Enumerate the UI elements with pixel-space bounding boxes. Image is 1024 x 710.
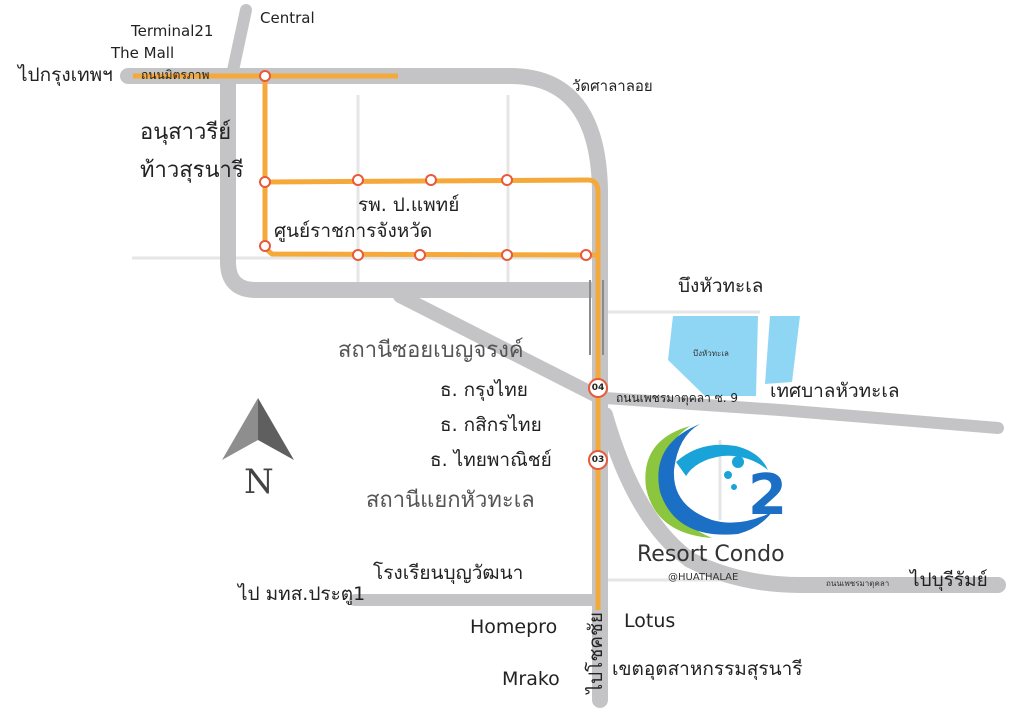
road-to-central [226,4,252,81]
rail-stops [259,70,592,261]
minor-roads [132,95,790,582]
label-to-buriram: ไปบุรีรัมย์ [910,569,988,591]
label-lotus: Lotus [624,610,676,632]
rail-upper [264,177,601,610]
lake-small [765,316,800,384]
resort-condo-logo [645,424,772,538]
label-station-soi-benjarong: สถานีซอยเบญจรงค์ [338,338,524,363]
label-terminal21: Terminal21 [131,22,214,40]
label-phet-mat-khla-soi9: ถนนเพชรมาตุคลา ซ. 9 [616,391,739,405]
label-to-bangkok: ไปกรุงเทพฯ [18,64,113,86]
label-krungthai-bank: ธ. กรุงไทย [440,379,528,401]
label-mrako: Mrako [502,668,560,690]
logo-bubble [731,484,737,490]
rail-stop [259,240,271,252]
label-industrial-zone: เขตอุตสาหกรรมสุรนารี [612,658,803,680]
label-station-hua-thale-junction: สถานีแยกหัวทะเล [366,488,535,513]
rail-stop [352,249,364,261]
road-loop [220,68,603,298]
label-hospital: รพ. ป.แพทย์ [358,194,460,216]
label-monument-name: ท้าวสุรนารี [140,158,244,183]
label-mittraphap-road: ถนนมิตรภาพ [141,68,210,82]
label-gov-center: ศูนย์ราชการจังหวัด [274,220,433,242]
logo-swirl-blue [658,424,772,535]
label-phet-mat-khla-road: ถนนเพชรมาตุคลา [826,579,890,588]
compass-icon [222,398,294,460]
road-phet-mat-khla-soi9 [599,392,1004,434]
logo-swirl-green [645,426,712,538]
label-lake-small: บึงหัวทะเล [693,349,729,358]
logo-bubble [732,456,744,468]
label-homepro: Homepro [470,616,558,638]
label-school: โรงเรียนบุญวัฒนา [373,562,524,584]
rail-stop [501,174,513,186]
rail-stop [425,174,437,186]
label-central: Central [260,9,315,27]
rail-stop [259,70,271,82]
brand-name: Resort Condo [637,542,785,567]
rail-stop [580,249,592,261]
rail-stop [501,249,513,261]
rail-stop [414,249,426,261]
station-badge-04: 04 [588,378,608,398]
label-scb: ธ. ไทยพาณิชย์ [430,449,552,471]
rail-stop [259,176,271,188]
label-to-chok-chai: ไปโชคชัย [585,612,607,694]
label-bueng-hua-thale: บึงหัวทะเล [678,275,764,297]
rail-lower [263,246,599,258]
road-diagonal [393,289,602,402]
road-mittraphap [120,68,608,708]
brand-handle: @HUATHALAE [668,572,739,583]
label-wat-sala-loi: วัดศาลาลอย [572,77,653,95]
logo-numeral: 2 [748,463,787,528]
logo-swirl-teal [676,444,768,476]
station-badge-03: 03 [588,450,608,470]
label-the-mall: The Mall [111,44,175,62]
logo-bubble [724,471,732,479]
lake-bueng-hua-thale [668,316,758,396]
label-to-university: ไป มทส.ประตู1 [238,583,366,605]
road-to-buriram [597,407,1006,593]
main-roads [120,4,1006,708]
compass-north-label: N [244,462,274,502]
label-monument: อนุสาวรีย์ [140,120,232,145]
label-kasikorn-bank: ธ. กสิกรไทย [440,414,542,436]
rail-stop [352,174,364,186]
label-municipality: เทศบาลหัวทะเล [770,380,900,402]
